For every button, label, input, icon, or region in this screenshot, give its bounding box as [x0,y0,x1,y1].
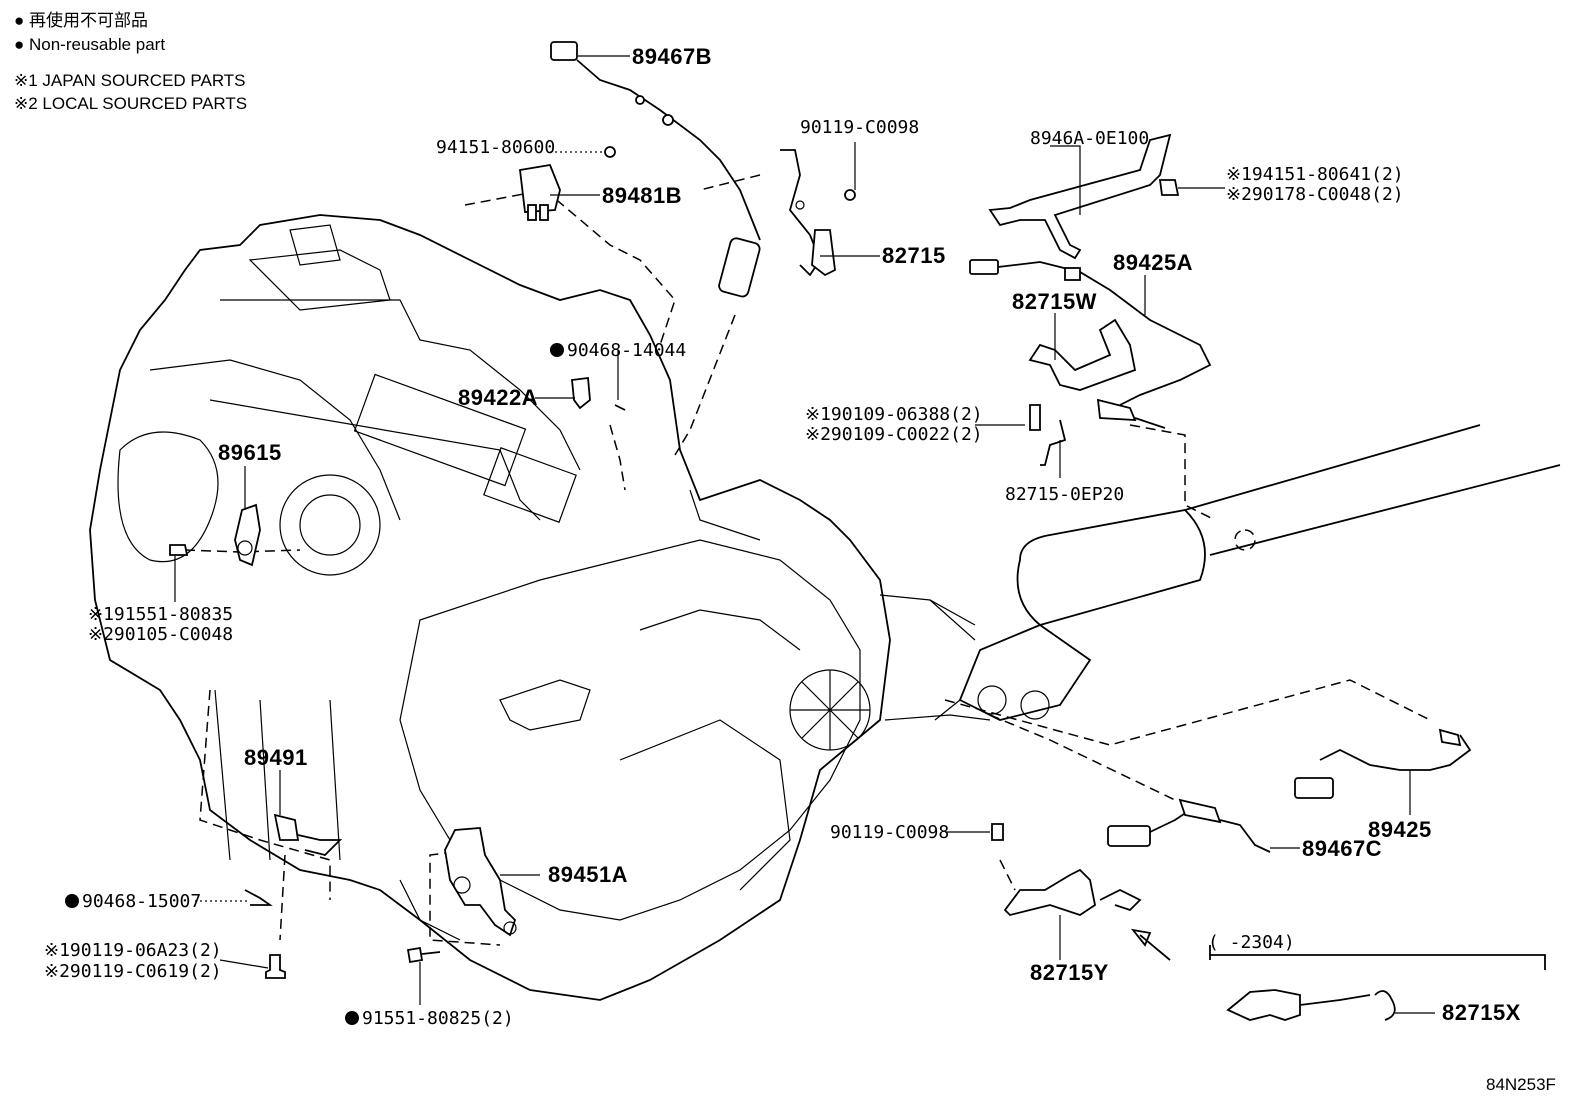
part-82715Y-bracket [1003,868,1142,916]
part-89422A-sensor [571,376,626,411]
label-date-range: ( -2304) [1208,932,1295,953]
label-89425A[interactable]: 89425A [1113,250,1193,275]
part-82715X-bracket [1209,945,1546,1021]
part-90119-06A23-bolt [265,954,286,979]
label-89491[interactable]: 89491 [244,745,308,770]
exhaust-pipe-drawing [929,424,1561,721]
label-90119-C0619[interactable]: ※290119-C0619(2) [44,961,222,982]
label-90119-06A23[interactable]: ※190119-06A23(2) [44,940,222,961]
direction-arrow-icon [1130,928,1171,961]
non-reusable-dot-icon [65,894,79,908]
part-89451A-switch [444,827,517,937]
label-82715[interactable]: 82715 [882,243,946,268]
legend-jp-line: ● 再使用不可部品 [14,10,148,30]
label-90178-C0048[interactable]: ※290178-C0048(2) [1226,184,1404,205]
engine-transaxle-drawing [89,189,991,1001]
label-8946A-0E100[interactable]: 8946A-0E100 [1030,128,1149,149]
label-82715-0EP20[interactable]: 82715-0EP20 [1005,484,1124,505]
label-89425[interactable]: 89425 [1368,817,1432,842]
label-89451A[interactable]: 89451A [548,862,628,887]
label-90119-C0098-top[interactable]: 90119-C0098 [800,117,919,138]
non-reusable-dot-icon [550,343,564,357]
part-89615-sensor [169,503,261,567]
legend-note-1: ※1 JAPAN SOURCED PARTS [14,71,246,90]
legend-note-2: ※2 LOCAL SOURCED PARTS [14,94,247,113]
non-reusable-dot-icon [345,1011,359,1025]
legend: ● 再使用不可部品 ● Non-reusable part ※1 JAPAN S… [14,10,247,113]
part-89425A-sensor [969,259,1212,429]
part-82715-bracket [780,149,856,277]
label-90109-06388[interactable]: ※190109-06388(2) [805,404,983,425]
part-8946A-0E100-bracket [988,133,1180,260]
part-89491-sensor [273,813,343,856]
part-82715-0EP20-clip [1029,404,1067,466]
part-94151-80600-bolt [604,146,616,158]
label-89422A[interactable]: 89422A [458,385,538,410]
part-90119-C0098-bolt [991,823,1004,841]
part-89425-sensor [1294,728,1472,799]
label-89467C[interactable]: 89467C [1302,836,1382,861]
label-90109-C0022[interactable]: ※290109-C0022(2) [805,424,983,445]
label-90105-C0048[interactable]: ※290105-C0048 [88,624,233,645]
part-91551-80825-bolt [406,946,441,964]
part-89467B-sensor [550,41,761,298]
part-82715W-bracket [1028,318,1137,391]
part-89467C-sensor [1107,798,1271,853]
label-82715X[interactable]: 82715X [1442,1000,1521,1025]
label-82715Y[interactable]: 82715Y [1030,960,1109,985]
label-90468-14044[interactable]: 90468-14044 [567,340,686,361]
label-94151-80641[interactable]: ※194151-80641(2) [1226,164,1404,185]
diagram-id: 84N253F [1486,1075,1556,1094]
legend-en-line: ● Non-reusable part [14,35,165,54]
label-89481B[interactable]: 89481B [602,183,682,208]
label-91551-80825[interactable]: 91551-80825(2) [362,1008,514,1029]
label-82715W[interactable]: 82715W [1012,289,1097,314]
part-90468-15007-clip [244,889,273,906]
label-90119-C0098-bottom[interactable]: 90119-C0098 [830,822,949,843]
part-labels: 89467B 94151-80600 89481B 90119-C0098 82… [44,44,1521,1029]
label-91551-80835[interactable]: ※191551-80835 [88,604,233,625]
label-89467B[interactable]: 89467B [632,44,712,69]
label-94151-80600[interactable]: 94151-80600 [436,137,555,158]
callout-lines [174,55,1435,1014]
label-89615[interactable]: 89615 [218,440,282,465]
part-89481B-sensor [519,163,561,221]
label-90468-15007[interactable]: 90468-15007 [82,891,201,912]
